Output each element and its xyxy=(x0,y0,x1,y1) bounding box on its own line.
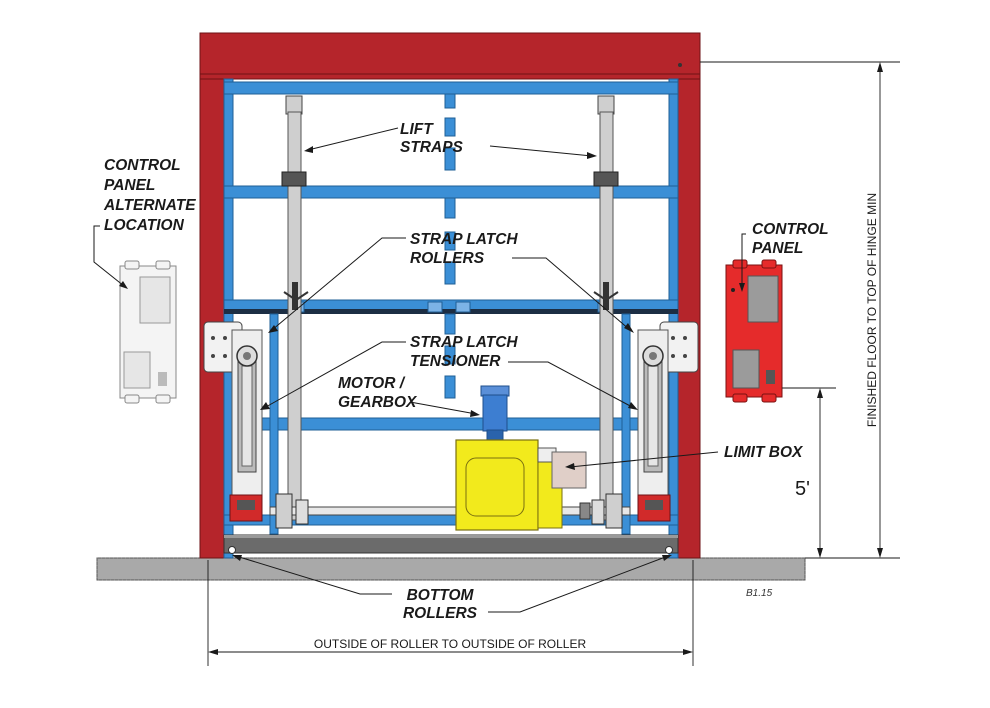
callout-limit-box: LIMIT BOX xyxy=(724,444,804,461)
limit-box xyxy=(551,451,587,489)
callout-lift-straps: LIFT STRAPS xyxy=(400,121,464,156)
width-dimension-label: OUTSIDE OF ROLLER TO OUTSIDE OF ROLLER xyxy=(314,637,587,651)
callout-strap-latch-tensioner: STRAP LATCH TENSIONER xyxy=(410,334,518,370)
svg-text:STRAPS: STRAPS xyxy=(400,139,464,156)
svg-text:CONTROL: CONTROL xyxy=(104,157,181,174)
control-panel xyxy=(725,259,783,403)
svg-text:STRAP LATCH: STRAP LATCH xyxy=(410,334,518,351)
svg-text:MOTOR /: MOTOR / xyxy=(338,375,406,392)
svg-text:ROLLERS: ROLLERS xyxy=(410,250,485,267)
bottom-rollers xyxy=(228,546,673,554)
lift-strap-right xyxy=(593,95,619,521)
width-dimension xyxy=(207,560,694,666)
steel-structure xyxy=(223,78,679,559)
svg-text:BOTTOM: BOTTOM xyxy=(407,587,475,604)
callout-control-panel: CONTROL PANEL xyxy=(752,221,829,257)
strap-latch-left xyxy=(203,321,263,522)
svg-text:ROLLERS: ROLLERS xyxy=(403,605,478,622)
svg-text:ALTERNATE: ALTERNATE xyxy=(103,197,196,214)
drawing-reference: B1.15 xyxy=(746,588,773,599)
svg-text:STRAP LATCH: STRAP LATCH xyxy=(410,231,518,248)
leader-lines xyxy=(93,127,746,613)
svg-text:GEARBOX: GEARBOX xyxy=(338,394,418,411)
callout-bottom-rollers: BOTTOM ROLLERS xyxy=(403,587,478,622)
panel-height-label: 5' xyxy=(795,478,810,500)
height-dimension-label: FINISHED FLOOR TO TOP OF HINGE MIN xyxy=(865,193,879,427)
callout-strap-latch-rollers: STRAP LATCH ROLLERS xyxy=(410,231,518,267)
callout-control-panel-alternate: CONTROL PANEL ALTERNATE LOCATION xyxy=(103,157,196,234)
control-panel-alternate xyxy=(119,260,177,404)
strap-latch-right xyxy=(637,321,699,522)
callout-motor-gearbox: MOTOR / GEARBOX xyxy=(338,375,418,411)
svg-text:CONTROL: CONTROL xyxy=(752,221,829,238)
svg-text:LIMIT BOX: LIMIT BOX xyxy=(724,444,804,461)
svg-text:PANEL: PANEL xyxy=(104,177,155,194)
svg-text:PANEL: PANEL xyxy=(752,240,803,257)
panel-height-dimension xyxy=(782,387,836,558)
svg-text:TENSIONER: TENSIONER xyxy=(410,353,501,370)
floor-slab xyxy=(96,557,806,581)
svg-text:LOCATION: LOCATION xyxy=(104,217,185,234)
height-dimension xyxy=(700,61,900,559)
svg-text:LIFT: LIFT xyxy=(400,121,434,138)
drive-shaft xyxy=(269,493,631,529)
motor-gearbox xyxy=(455,385,563,531)
